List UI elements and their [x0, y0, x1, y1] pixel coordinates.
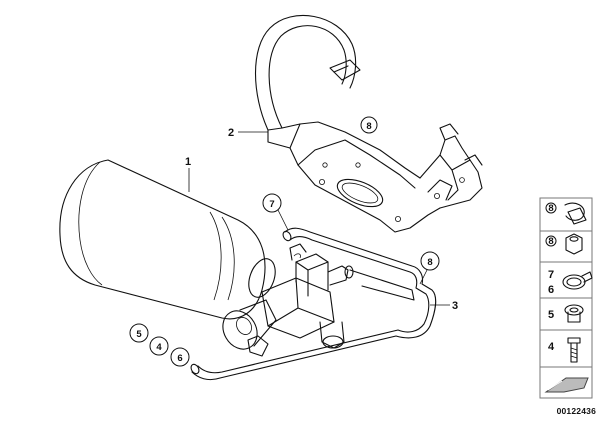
shim-plate-icon: [544, 377, 589, 393]
callout-5: 5: [136, 329, 142, 340]
legend-label-0: 8: [548, 203, 553, 214]
hose-clamp-icon: [562, 271, 593, 290]
grommet-icon: [564, 304, 584, 323]
legend-label-5: 4: [548, 341, 555, 353]
label-part-2: 2: [228, 127, 234, 139]
callout-6: 6: [177, 353, 182, 364]
hose-line: [190, 227, 437, 381]
callout-4: 4: [156, 342, 162, 353]
legend-label-1: 8: [548, 236, 553, 247]
hex-nut-icon: [565, 233, 583, 255]
label-part-1: 1: [185, 156, 191, 168]
parts-legend: 8 8 7 6 5 4: [539, 197, 593, 399]
hose-clip-icon: [564, 202, 587, 225]
legend-label-2: 7: [548, 269, 554, 281]
callout-7: 7: [269, 199, 274, 210]
label-part-3: 3: [452, 300, 458, 312]
gas-cylinder: [59, 159, 266, 320]
callout-8-hose: 8: [427, 257, 432, 268]
callout-8-bracket: 8: [366, 121, 371, 132]
bolt-icon: [567, 337, 581, 363]
valve-block: [222, 243, 354, 357]
document-number: 00122436: [557, 406, 596, 416]
mounting-bracket: 8: [255, 14, 483, 233]
legend-label-3: 6: [548, 284, 554, 296]
legend-label-4: 5: [548, 309, 554, 321]
